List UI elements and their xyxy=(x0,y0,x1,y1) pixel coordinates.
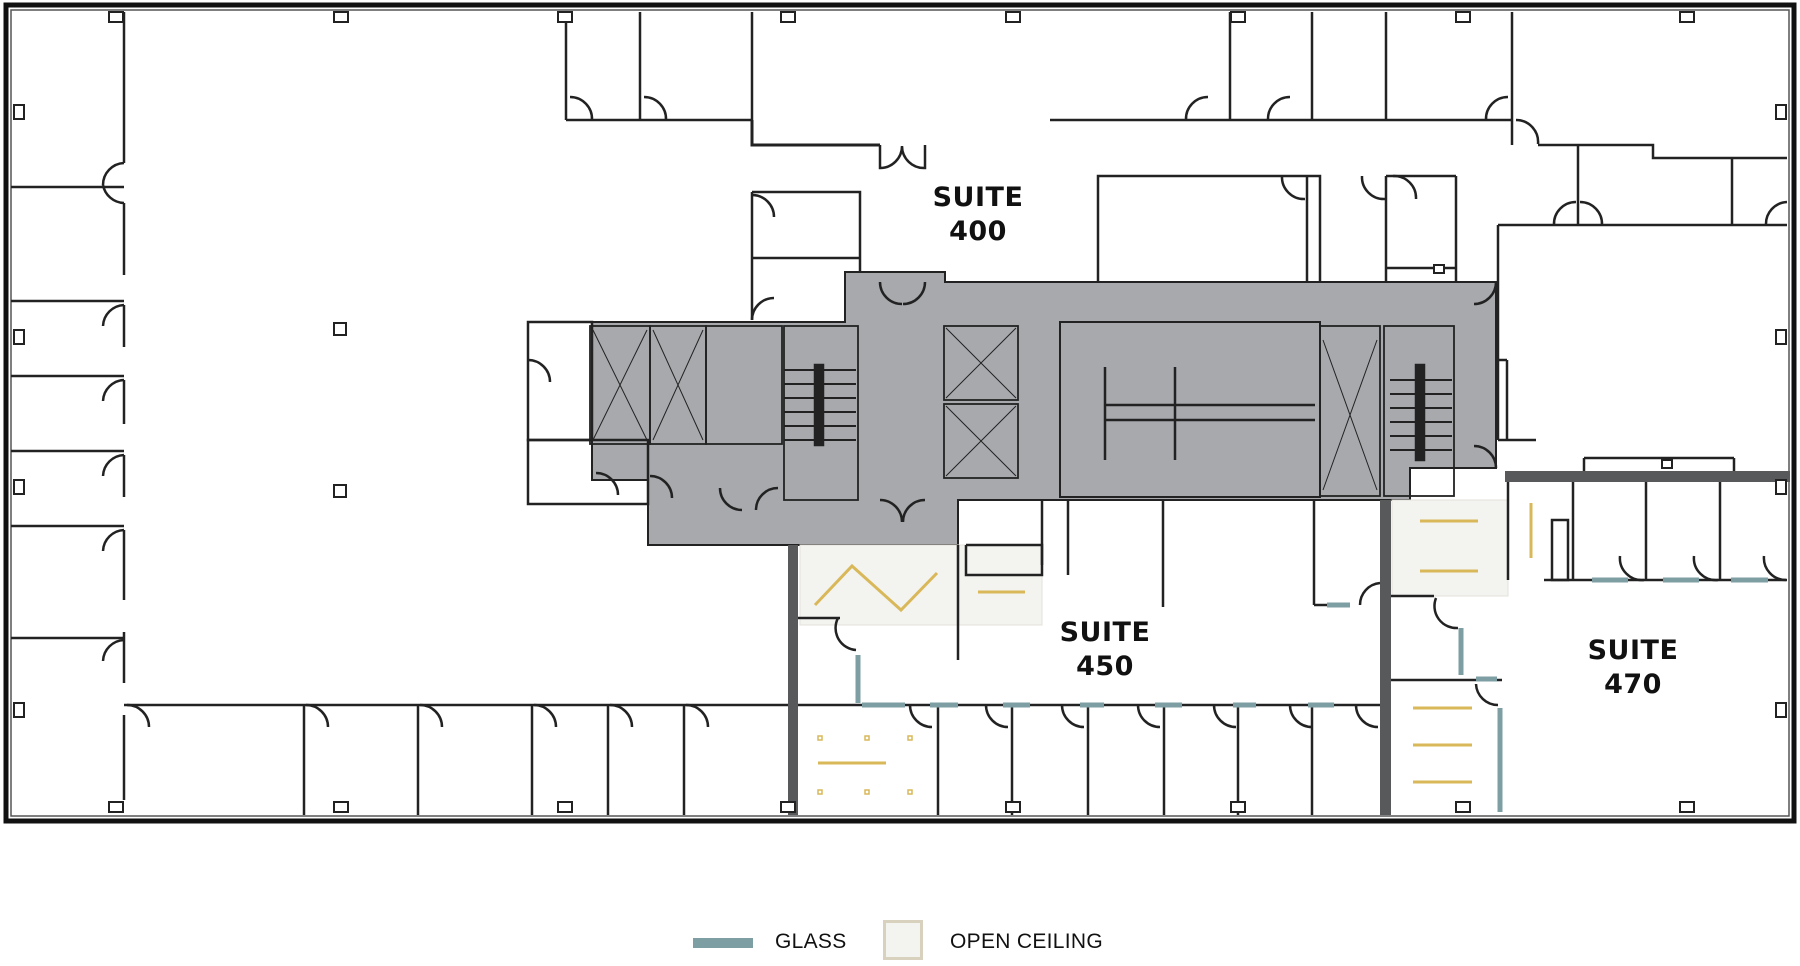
open-ceiling-areas xyxy=(799,499,1509,626)
glass-swatch-icon xyxy=(693,938,753,948)
legend-open-ceiling-label: OPEN CEILING xyxy=(950,930,1103,953)
legend-glass-label: GLASS xyxy=(775,930,847,953)
floor-plan xyxy=(3,2,1797,824)
suite-400-number: 400 xyxy=(949,216,1007,247)
suite-400-label: SUITE 400 xyxy=(918,181,1038,249)
glass-walls xyxy=(855,577,1768,812)
demising-walls xyxy=(788,471,1790,815)
suite-450-number: 450 xyxy=(1076,651,1134,682)
suite-470-number: 470 xyxy=(1604,669,1662,700)
light-fixtures xyxy=(813,503,1533,795)
open-ceiling-swatch-icon xyxy=(883,920,923,960)
columns xyxy=(13,11,1787,813)
exterior-wall xyxy=(3,2,1797,824)
suite-470-label: SUITE 470 xyxy=(1573,634,1693,702)
suite-450-label: SUITE 450 xyxy=(1045,616,1165,684)
interior-walls xyxy=(11,12,1788,815)
suite-400-title: SUITE xyxy=(932,182,1024,213)
suite-450-title: SUITE xyxy=(1059,617,1151,648)
suite-470-title: SUITE xyxy=(1587,635,1679,666)
